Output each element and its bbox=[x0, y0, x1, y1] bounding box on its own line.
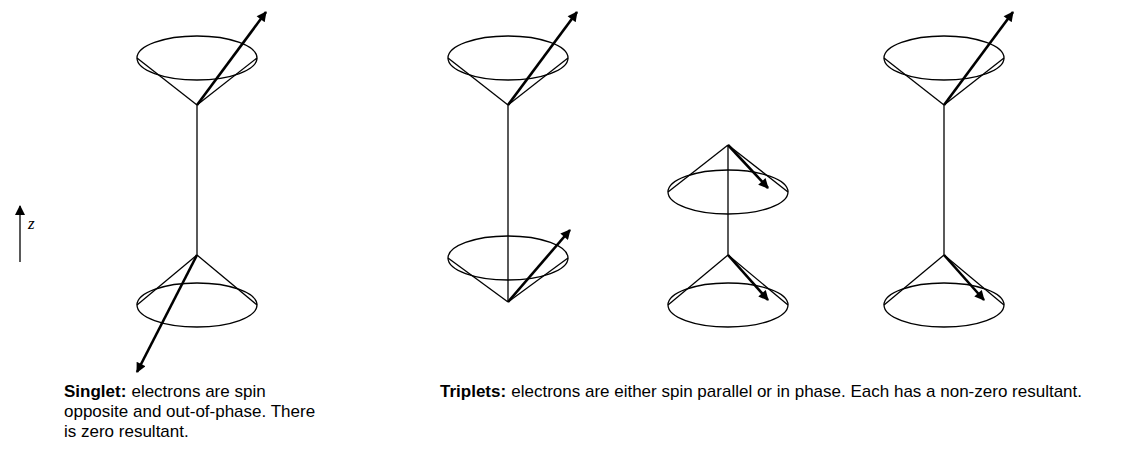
caption-text-block: Singlet:electrons are spin opposite and … bbox=[64, 382, 319, 442]
z-axis-arrow bbox=[19, 206, 20, 262]
axis-label: z bbox=[28, 214, 35, 233]
singlet-figure bbox=[137, 12, 266, 372]
caption-heading: Triplets: bbox=[440, 382, 506, 401]
caption-text-block: Triplets: electrons are either spin paral… bbox=[440, 382, 1100, 402]
triplet-figure bbox=[668, 145, 788, 327]
caption-heading: Singlet: bbox=[64, 382, 126, 401]
triplet-figure bbox=[884, 12, 1013, 327]
triplet-figure bbox=[448, 12, 577, 302]
axis-label-block: z bbox=[28, 214, 35, 234]
caption-text: electrons are either spin parallel or in… bbox=[511, 382, 1082, 401]
